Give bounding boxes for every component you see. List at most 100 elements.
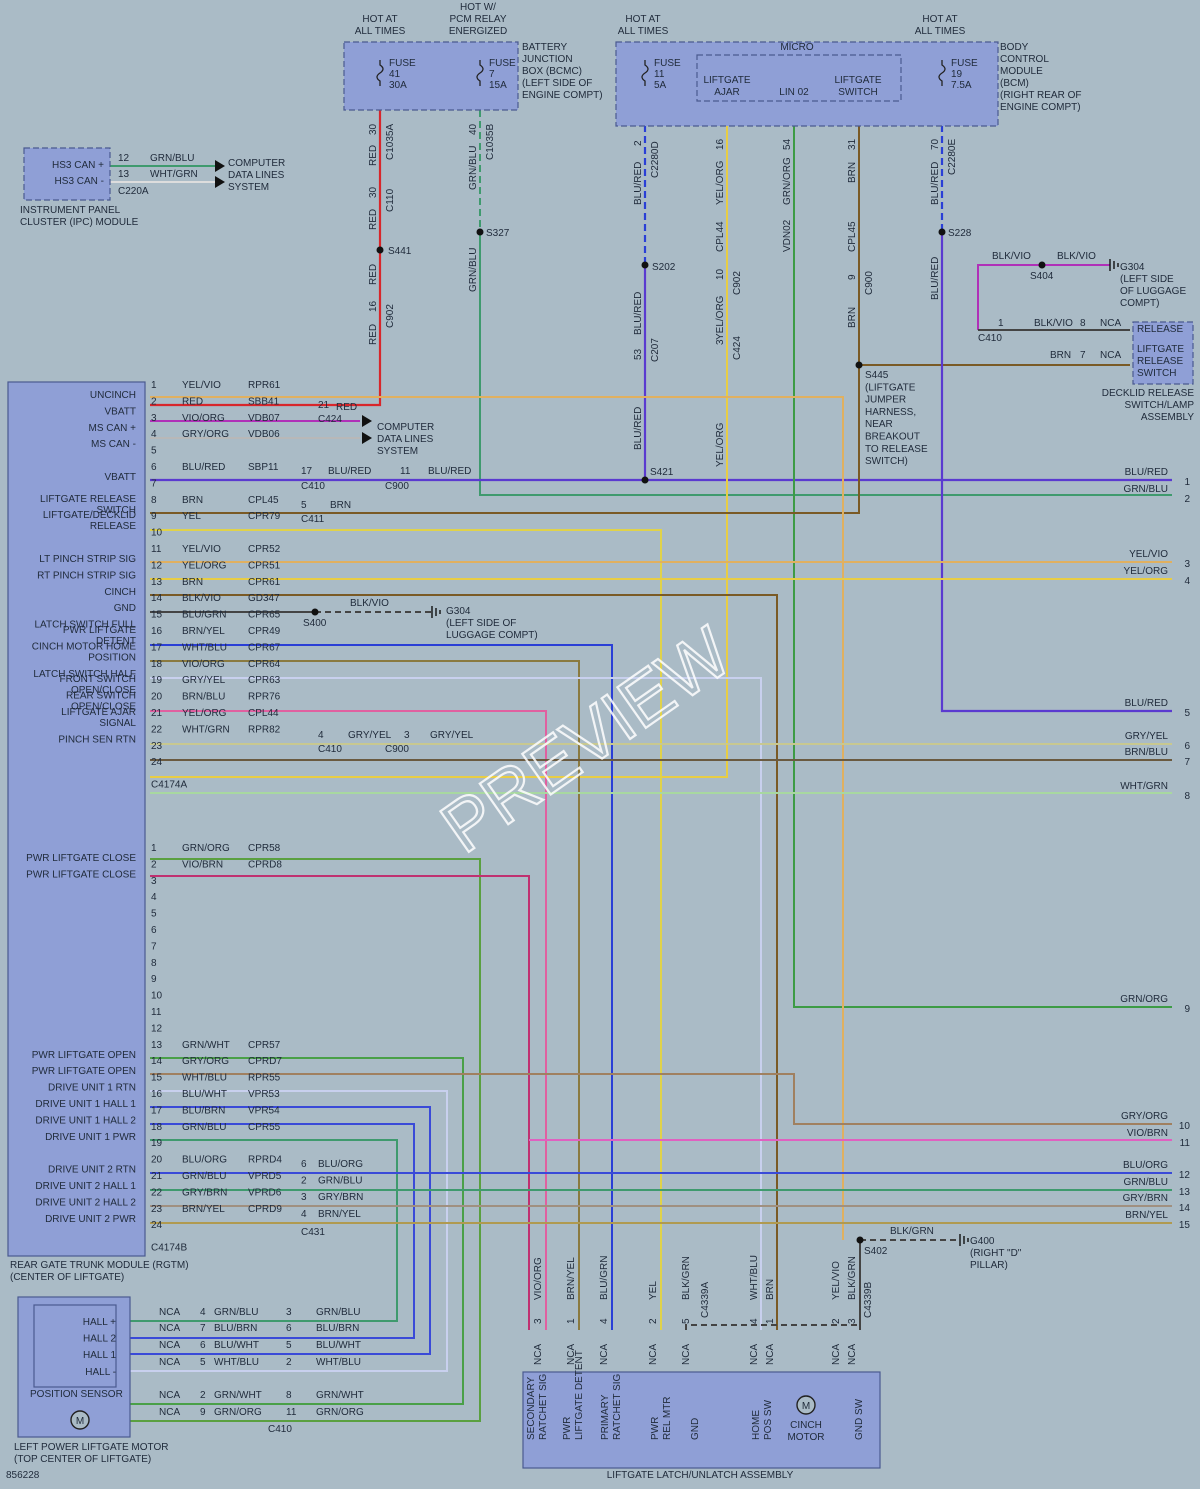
arrow-icon-ipc-2 (215, 176, 225, 188)
rgtm-a-label-9-1: RELEASE (90, 521, 136, 532)
br-conn-c2280d: C2280D (650, 141, 661, 178)
wire-grn-org-close (128, 858, 481, 1422)
mscan-dest-0: COMPUTER (377, 422, 434, 433)
red-label-2: RED (368, 209, 379, 230)
motor-pin2-0: 3 (286, 1307, 292, 1318)
splice-s445 (855, 361, 863, 369)
rgtm-b-circuit-22: VPRD6 (248, 1187, 282, 1198)
rgtm-a-color-18: VIO/ORG (182, 659, 225, 670)
bjb-label-1: JUNCTION (522, 54, 573, 65)
rgtm-a-circuit-19: CPR63 (248, 675, 281, 686)
c424-pin: 21 (318, 400, 330, 411)
latch-wire-color-6: BRN (765, 1279, 776, 1300)
latch-wire-pin-7: 2 (831, 1318, 842, 1324)
latch-wire-pin-4: 5 (681, 1318, 692, 1324)
rgtm-b-pin-2: 2 (151, 859, 157, 870)
rgtm-a-circuit-21: CPL44 (248, 708, 279, 719)
motor-pin2-1: 6 (286, 1323, 292, 1334)
rgtm-a-circuit-15: CPR65 (248, 610, 281, 621)
latch-nca-8: NCA (847, 1344, 858, 1365)
rgtm-a-pin-22: 22 (151, 724, 163, 735)
rgtm-a-color-17: WHT/BLU (182, 642, 227, 653)
decklid-g304-label-3: COMPT) (1120, 298, 1159, 309)
splice-s445-label-6: TO RELEASE (865, 444, 928, 455)
decklid-switch (1132, 321, 1194, 385)
motor-color2-4: GRN/WHT (316, 1390, 364, 1401)
rgtm-b-pin-4: 4 (151, 892, 157, 903)
wire-grn-wht-open (128, 1057, 464, 1405)
right-wire-num-3: 3 (1184, 559, 1190, 570)
rgtm-b-color-2: VIO/BRN (182, 859, 223, 870)
mscan-dest-1: DATA LINES (377, 434, 434, 445)
rgtm-a-pin-20: 20 (151, 692, 163, 703)
rgtm-b-label-21: DRIVE UNIT 2 HALL 1 (35, 1181, 136, 1192)
c410a-conn: C410 (301, 481, 325, 492)
fuse-11-icon (641, 60, 649, 86)
c900a-pin: 11 (400, 466, 411, 477)
g304-label-1: (LEFT SIDE OF (446, 618, 516, 629)
motor-conn-c410: C410 (268, 1424, 292, 1435)
hot-label-3-1: ALL TIMES (618, 26, 669, 37)
decklid-pin-8: 8 (1080, 318, 1086, 329)
liftgate-motor-m-label: M (76, 1416, 84, 1427)
c431-pin-1: 2 (301, 1176, 307, 1187)
splice-s400 (311, 608, 319, 616)
br2-label-2: BLU/RED (930, 257, 941, 300)
latch-func-3-a: PWR (650, 1417, 661, 1440)
c410a-color: BLU/RED (328, 466, 371, 477)
rgtm-b-pin-17: 17 (151, 1105, 163, 1116)
rgtm-b-label-20: DRIVE UNIT 2 RTN (48, 1165, 136, 1176)
rgtm-b-label-13: PWR LIFTGATE OPEN (32, 1050, 136, 1061)
rgtm-b-label-2: PWR LIFTGATE CLOSE (26, 869, 136, 880)
right-wire-label-8: WHT/GRN (1120, 781, 1168, 792)
rgtm-b-circuit-17: VPR54 (248, 1105, 280, 1116)
c411-conn: C411 (301, 514, 325, 525)
red-pin-30b: 30 (368, 186, 379, 198)
decklid-wire-2: BLK/VIO (1057, 251, 1096, 262)
rgtm-b-pin-24: 24 (151, 1220, 163, 1231)
fuse-7-label-0: FUSE (489, 58, 516, 69)
rgtm-b-color-16: BLU/WHT (182, 1089, 227, 1100)
rgtm-b-label-22: DRIVE UNIT 2 HALL 2 (35, 1197, 136, 1208)
latch-func-5-b: POS SW (763, 1399, 774, 1440)
rgtm-a-pin-23: 23 (151, 741, 163, 752)
cinch-motor-icon (796, 1395, 816, 1415)
bjb-label-2: BOX (BCMC) (522, 66, 582, 77)
hot-label-2-1: PCM RELAY (449, 14, 506, 25)
g400-label-2: PILLAR) (970, 1260, 1008, 1271)
rgtm-b-color-20: BLU/ORG (182, 1155, 227, 1166)
ipc-wire-1: GRN/BLU (150, 153, 194, 164)
rgtm-a-label-8-0: LIFTGATE RELEASE (40, 494, 136, 505)
ipc-dest-0: COMPUTER (228, 158, 285, 169)
motor-color2-1: BLU/BRN (316, 1323, 359, 1334)
rgtm-b-pin-9: 9 (151, 974, 157, 985)
fuse-19-label-2: 7.5A (951, 80, 972, 91)
rgtm-a-pin-19: 19 (151, 675, 163, 686)
rgtm-a-pin-9: 9 (151, 511, 157, 522)
ipc-dest-2: SYSTEM (228, 182, 269, 193)
rgtm-a-circuit-12: CPR51 (248, 560, 281, 571)
ipc-connector: C220A (118, 186, 149, 197)
rgtm-b-label-17: DRIVE UNIT 1 HALL 2 (35, 1115, 136, 1126)
motor-color1-3: WHT/BLU (214, 1357, 259, 1368)
rgtm-a-color-16: BRN/YEL (182, 626, 225, 637)
rgtm-a-label-21-0: LIFTGATE AJAR (61, 707, 136, 718)
lin-label: LIN 02 (779, 87, 809, 98)
splice-s404 (1038, 261, 1046, 269)
br2-pin-70: 70 (930, 138, 941, 150)
rgtm-b-pin-5: 5 (151, 909, 157, 920)
latch-nca-0: NCA (533, 1344, 544, 1365)
ground-g304-icon (431, 606, 441, 618)
rgtm-a-label-18-0: LATCH SWITCH HALF (33, 669, 136, 680)
rgtm-a-color-4: GRY/ORG (182, 429, 229, 440)
fuse-11-label-0: FUSE (654, 58, 681, 69)
rgtm-a-circuit-6: SBP11 (248, 462, 279, 473)
rgtm-a-pin-2: 2 (151, 396, 157, 407)
rgtm-a-color-8: BRN (182, 495, 203, 506)
rgtm-b-color-14: GRY/ORG (182, 1056, 229, 1067)
bn-label-1: BRN (847, 162, 858, 183)
c900b-pin: 3 (404, 730, 410, 741)
motor-pin1-0: 4 (200, 1307, 206, 1318)
red-conn-c110: C110 (385, 188, 396, 212)
